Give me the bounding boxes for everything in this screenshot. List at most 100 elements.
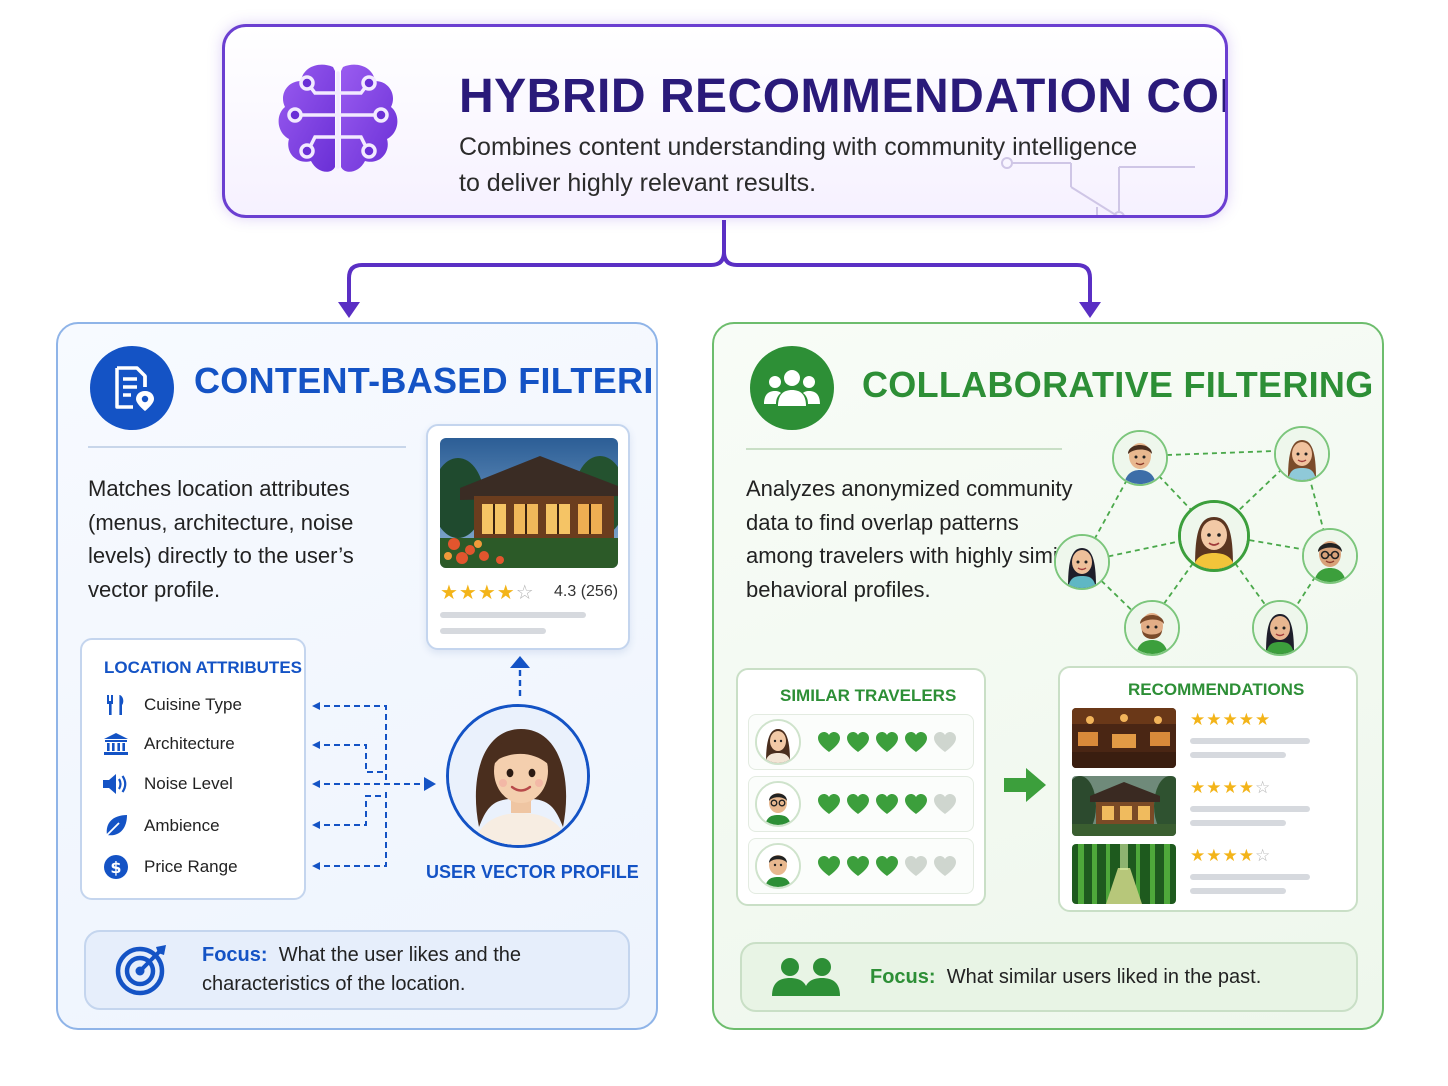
heart-filled-icon [847, 794, 869, 814]
location-stars: ★★★★☆ [440, 582, 535, 604]
traveler-node [1252, 600, 1308, 656]
focus-description: What similar users liked in the past. [946, 965, 1262, 988]
content-based-panel: CONTENT-BASED FILTERING Matches location… [56, 322, 658, 1030]
recommendation-item[interactable]: ★★★★★ [1072, 708, 1344, 770]
core-description: Combines content understanding with comm… [459, 133, 1138, 197]
attribute-flow-arrows [312, 702, 436, 870]
similar-traveler-row[interactable] [748, 838, 974, 894]
similarity-hearts [817, 855, 957, 877]
heart-filled-icon [905, 732, 927, 752]
placeholder-line [1190, 752, 1286, 758]
placeholder-line [1190, 874, 1310, 880]
traveler-node [1124, 600, 1180, 656]
target-icon [115, 945, 166, 996]
hybrid-core-box: HYBRID RECOMMENDATION CORE Combines cont… [222, 24, 1228, 218]
heart-filled-icon [876, 732, 898, 752]
divider [746, 448, 1062, 450]
recommendation-stars: ★★★★★ [1190, 710, 1272, 729]
svg-text:$: $ [110, 858, 121, 877]
attribute-ambience: Ambience [102, 811, 220, 841]
central-traveler-node [1178, 500, 1250, 572]
traveler-node [1054, 534, 1110, 590]
similarity-hearts [817, 793, 957, 815]
divider [88, 446, 406, 448]
brain-circuit-icon [278, 64, 398, 172]
heart-empty-icon [934, 732, 956, 752]
similar-traveler-row[interactable] [748, 776, 974, 832]
focus-label: Focus: [202, 944, 268, 966]
similar-travelers-box: SIMILAR TRAVELERS [736, 668, 986, 906]
attribute-label: Architecture [144, 734, 235, 753]
heart-filled-icon [847, 856, 869, 876]
recommendation-item[interactable]: ★★★★☆ [1072, 844, 1344, 906]
speaker-icon [102, 770, 130, 798]
collaborative-description: Analyzes anonymized community data to fi… [746, 476, 1083, 602]
circuit-decoration-icon [1001, 157, 1195, 215]
fork-knife-icon [102, 691, 130, 719]
recommendation-photo [1072, 844, 1176, 904]
user-vector-profile-label: USER VECTOR PROFILE [426, 862, 639, 882]
heart-filled-icon [905, 794, 927, 814]
heart-filled-icon [818, 856, 840, 876]
attribute-label: Ambience [144, 816, 220, 835]
heart-filled-icon [818, 794, 840, 814]
building-columns-icon [102, 730, 130, 758]
similar-travelers-title: SIMILAR TRAVELERS [780, 686, 957, 705]
attribute-cuisine-type: Cuisine Type [102, 690, 242, 720]
traveler-node [1274, 426, 1330, 482]
recommendation-stars: ★★★★☆ [1190, 846, 1272, 865]
heart-empty-icon [905, 856, 927, 876]
collaborative-focus-box: Focus: What similar users liked in the p… [740, 942, 1358, 1012]
placeholder-line [440, 628, 546, 634]
recommendation-item[interactable]: ★★★★☆ [1072, 776, 1344, 838]
content-based-title: CONTENT-BASED FILTERING [194, 360, 658, 401]
attribute-price-range: $ Price Range [102, 852, 238, 882]
placeholder-line [1190, 738, 1310, 744]
similar-traveler-row[interactable] [748, 714, 974, 770]
heart-filled-icon [876, 856, 898, 876]
focus-text: Focus: What the user likes and the chara… [202, 941, 628, 999]
leaf-icon [102, 812, 130, 840]
attributes-title: LOCATION ATTRIBUTES [104, 658, 302, 677]
location-photo [440, 438, 618, 568]
user-avatar [446, 704, 590, 848]
traveler-avatar [755, 843, 801, 889]
two-users-icon [772, 958, 840, 996]
traveler-node [1112, 430, 1168, 486]
attribute-label: Cuisine Type [144, 695, 242, 714]
traveler-node [1302, 528, 1358, 584]
heart-filled-icon [847, 732, 869, 752]
similarity-hearts [817, 731, 957, 753]
heart-empty-icon [934, 794, 956, 814]
recommendation-photo [1072, 708, 1176, 768]
focus-text: Focus: What similar users liked in the p… [870, 963, 1261, 992]
attribute-label: Noise Level [144, 774, 233, 793]
focus-description: What the user likes and the characterist… [202, 944, 522, 995]
placeholder-line [1190, 888, 1286, 894]
placeholder-line [440, 612, 586, 618]
heart-filled-icon [876, 794, 898, 814]
document-location-icon [90, 346, 174, 430]
content-focus-box: Focus: What the user likes and the chara… [84, 930, 630, 1010]
dollar-icon: $ [102, 853, 130, 881]
attribute-architecture: Architecture [102, 729, 235, 759]
placeholder-line [1190, 806, 1310, 812]
location-card[interactable]: ★★★★☆ 4.3 (256) [426, 424, 630, 650]
core-title: HYBRID RECOMMENDATION CORE [459, 70, 1228, 123]
collaborative-title: COLLABORATIVE FILTERING [862, 364, 1374, 405]
recommendation-photo [1072, 776, 1176, 836]
branch-connector [338, 220, 1101, 318]
recommendations-box: RECOMMENDATIONS ★★★★★ ★★★★☆ ★★★★☆ [1058, 666, 1358, 912]
group-icon [750, 346, 834, 430]
traveler-avatar [755, 781, 801, 827]
location-attributes-box: LOCATION ATTRIBUTES Cuisine Type Archite… [80, 638, 306, 900]
arrow-right-icon [1004, 768, 1046, 802]
focus-label: Focus: [870, 965, 936, 988]
location-rating: 4.3 (256) [554, 583, 619, 600]
traveler-avatar [755, 719, 801, 765]
heart-empty-icon [934, 856, 956, 876]
content-based-description: Matches location attributes (menus, arch… [88, 476, 354, 602]
profile-up-arrow [510, 656, 530, 698]
attribute-label: Price Range [144, 857, 238, 876]
recommendations-title: RECOMMENDATIONS [1128, 680, 1305, 699]
